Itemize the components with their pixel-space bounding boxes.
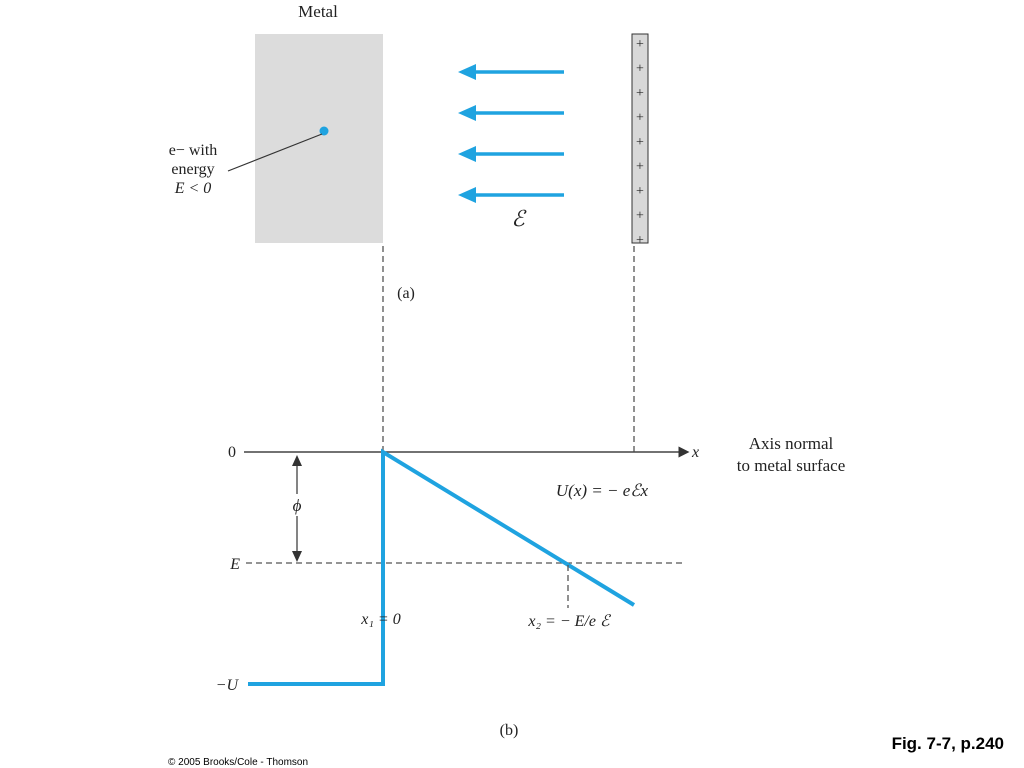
plate-signs: + + + + + + + + + — [636, 37, 644, 248]
charged-plate — [631, 33, 649, 244]
field-arrows — [458, 64, 564, 203]
electron-leader-line — [227, 133, 323, 172]
plate-plus-sign: + — [636, 233, 644, 248]
plate-plus-sign: + — [636, 135, 644, 150]
axis-caption-line1: Axis normal — [749, 434, 834, 453]
electron-label-line3: E < 0 — [174, 180, 212, 197]
x-axis-label: x — [691, 444, 699, 461]
minus-u-label: −U — [216, 677, 240, 694]
panel-a-label: (a) — [397, 285, 415, 302]
x2-label: x₂ = − E/e ℰ — [527, 613, 612, 630]
electron-label-line2: energy — [171, 161, 214, 178]
axis-caption-line2: to metal surface — [737, 456, 846, 475]
field-arrowhead-1 — [458, 64, 476, 80]
electron-label-line1: e− with — [169, 142, 218, 159]
plate-plus-sign: + — [636, 209, 644, 224]
plate-plus-sign: + — [636, 111, 644, 126]
plate-plus-sign: + — [636, 184, 644, 199]
plate-plus-sign: + — [636, 37, 644, 52]
potential-equation: U(x) = − eℰx — [556, 481, 649, 500]
figure-reference: Fig. 7-7, p.240 — [892, 734, 1004, 753]
zero-label: 0 — [228, 444, 236, 461]
plate-plus-sign: + — [636, 62, 644, 77]
metal-label: Metal — [298, 2, 338, 21]
phi-label-bg — [288, 494, 306, 516]
field-arrowhead-3 — [458, 146, 476, 162]
plate-plus-sign: + — [636, 86, 644, 101]
field-arrowhead-2 — [458, 105, 476, 121]
plate-plus-sign: + — [636, 160, 644, 175]
field-symbol: ℰ — [511, 206, 527, 231]
field-arrowhead-4 — [458, 187, 476, 203]
phi-label: ϕ — [293, 496, 302, 515]
copyright-text: © 2005 Brooks/Cole - Thomson — [168, 757, 308, 768]
phi-arrowhead-bottom — [292, 551, 302, 562]
energy-label: E — [229, 556, 240, 573]
electron-dot — [319, 126, 329, 136]
phi-arrowhead-top — [292, 455, 302, 466]
x1-label: x₁ = 0 — [360, 611, 400, 628]
panel-b-label: (b) — [500, 722, 519, 739]
metal-block — [255, 34, 383, 243]
potential-curve — [248, 448, 636, 686]
